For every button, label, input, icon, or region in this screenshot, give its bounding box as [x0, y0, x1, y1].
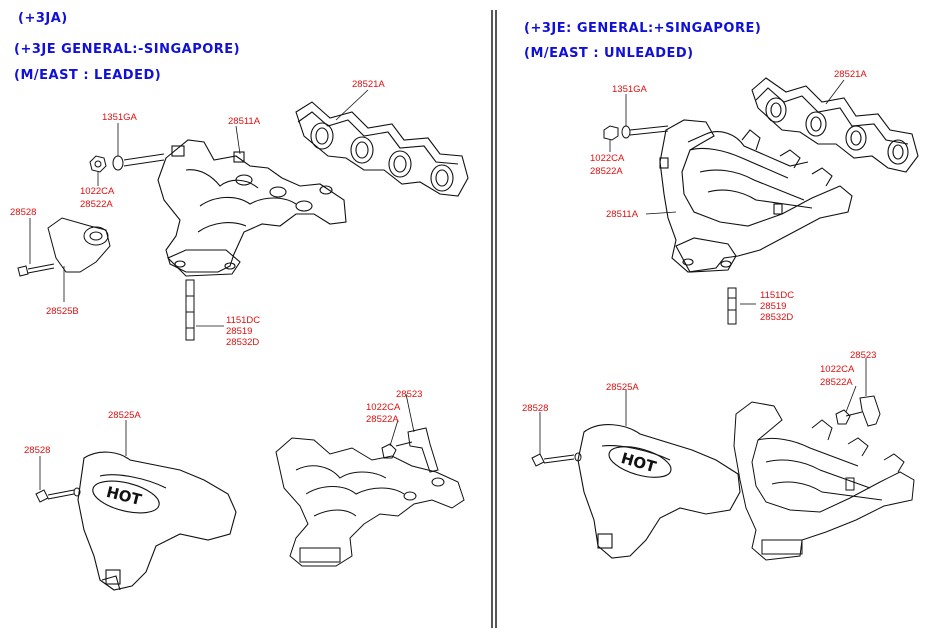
exhaust-manifold-left: [157, 139, 347, 277]
label-nut-left-2: 28522A: [80, 199, 113, 210]
left-header-line-2: (+3JE GENERAL:-SINGAPORE): [14, 42, 240, 57]
label-gasket-left: 28521A: [352, 79, 385, 90]
label-nut-lower-left-1: 1022CA: [366, 402, 401, 413]
label-studs-left-3: 28532D: [226, 337, 259, 348]
screw-right: [531, 452, 582, 467]
label-nut-right-1: 1022CA: [590, 153, 625, 164]
heat-shield-left: [77, 451, 237, 591]
label-bolt-right: 1351GA: [612, 84, 648, 95]
label-bracket-right: 28523: [850, 350, 876, 361]
studs-left: [185, 279, 195, 341]
label-cover-small-left: 28525B: [46, 306, 79, 317]
right-panel: (+3JE: GENERAL:+SINGAPORE) (M/EAST : UNL…: [522, 21, 919, 561]
label-studs-right-1: 1151DC: [760, 290, 794, 301]
label-bolt-left: 1351GA: [102, 112, 138, 123]
screw-lower-left: [35, 487, 81, 503]
right-header-line-1: (+3JE: GENERAL:+SINGAPORE): [524, 21, 761, 36]
studs-right: [727, 287, 737, 325]
label-studs-left-1: 1151DC: [226, 315, 260, 326]
label-studs-left-2: 28519: [226, 326, 252, 337]
label-manifold-right: 28511A: [606, 209, 639, 220]
label-nut-lower-left-2: 28522A: [366, 414, 399, 425]
bolt-1351ga-left: [89, 153, 165, 173]
hot-mark-left: HOT: [104, 483, 144, 509]
exhaust-manifold-right: [659, 119, 853, 273]
panel-divider: [491, 10, 497, 628]
label-nut-lower-right-2: 28522A: [820, 377, 853, 388]
exhaust-gasket-right: [751, 77, 919, 173]
label-nut-lower-right-1: 1022CA: [820, 364, 855, 375]
bolt-1351ga-right: [603, 125, 669, 141]
label-nut-left-1: 1022CA: [80, 186, 115, 197]
right-header-line-2: (M/EAST : UNLEADED): [524, 46, 694, 61]
left-header: (+3JA) (+3JE GENERAL:-SINGAPORE) (M/EAST…: [14, 11, 240, 83]
callouts-right: 28521A 1351GA 1022CA 28522A 28511A 1151D…: [522, 69, 876, 414]
leaders-left: [29, 89, 415, 490]
heat-shield-right: [577, 424, 741, 559]
exhaust-gasket-left: [295, 101, 469, 197]
leaders-right: [539, 79, 867, 454]
label-heat-shield-left: 28525A: [108, 410, 141, 421]
outlet-cover-left: [17, 217, 111, 277]
label-screw-bottom-left: 28528: [24, 445, 50, 456]
label-bracket-left: 28523: [396, 389, 422, 400]
label-manifold-left: 28511A: [228, 116, 261, 127]
left-header-line-3: (M/EAST : LEADED): [14, 68, 161, 83]
label-heat-shield-right: 28525A: [606, 382, 639, 393]
right-header: (+3JE: GENERAL:+SINGAPORE) (M/EAST : UNL…: [524, 21, 761, 61]
label-screw-top-left: 28528: [10, 207, 36, 218]
label-studs-right-3: 28532D: [760, 312, 793, 323]
bracket-right: [835, 395, 881, 427]
left-header-line-1: (+3JA): [18, 11, 68, 26]
label-nut-right-2: 28522A: [590, 166, 623, 177]
manifold-outline-left: [275, 437, 465, 567]
left-panel: (+3JA) (+3JE GENERAL:-SINGAPORE) (M/EAST…: [10, 11, 469, 591]
label-studs-right-2: 28519: [760, 301, 786, 312]
label-gasket-right: 28521A: [834, 69, 867, 80]
callouts-left: 28521A 28511A 1351GA 1022CA 28522A 28528…: [10, 79, 422, 456]
manifold-outline-right: [733, 401, 915, 561]
label-screw-right: 28528: [522, 403, 548, 414]
bracket-left: [381, 427, 439, 473]
